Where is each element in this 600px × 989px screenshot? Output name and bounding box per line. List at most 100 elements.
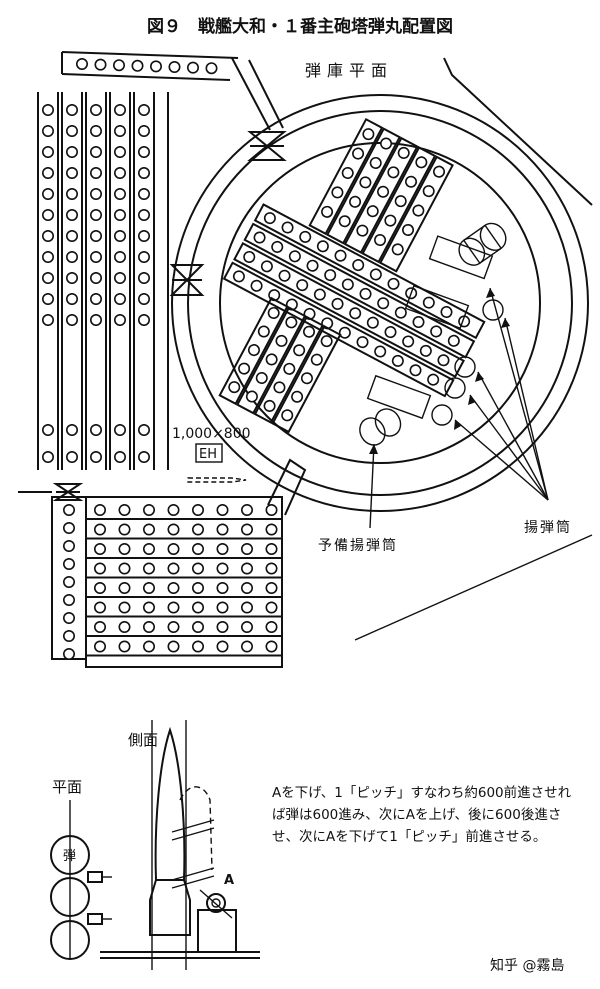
lower-shell-rack (18, 491, 283, 668)
shell-marker (114, 104, 127, 117)
shell-marker (62, 557, 75, 570)
shell-marker (41, 230, 54, 243)
dimension-label: 1,000×800 (172, 426, 251, 442)
hoist-label: 揚弾筒 (524, 519, 572, 536)
shell-marker (402, 223, 415, 236)
shell-marker (143, 640, 156, 653)
shell-marker (192, 542, 205, 555)
figure-title: 図９ 戦艦大和・１番主砲塔弾丸配置図 (147, 16, 453, 37)
shell-marker (241, 640, 254, 653)
shell-marker (143, 581, 156, 594)
shell-marker (241, 581, 254, 594)
shell-marker (397, 146, 410, 159)
shell-marker (359, 287, 372, 300)
plan-view-drawing (50, 800, 112, 960)
plan-view-label: 平面 (52, 778, 82, 796)
shell-marker (216, 620, 229, 633)
shell-marker (255, 371, 268, 384)
shell-marker (114, 251, 127, 264)
shell-marker (66, 209, 79, 222)
central-conveyors (222, 203, 486, 398)
shell-marker (138, 104, 151, 117)
shell-marker (313, 288, 326, 301)
shell-marker (94, 620, 107, 633)
shell-marker (143, 562, 156, 575)
shell-marker (265, 601, 278, 614)
shell-marker (66, 450, 79, 463)
shell-marker (90, 188, 103, 201)
shell-marker (90, 146, 103, 159)
shell-marker (62, 539, 75, 552)
shell-marker (241, 542, 254, 555)
shell-marker (143, 542, 156, 555)
reserve-hoist-label: 予備揚弾筒 (318, 537, 398, 554)
shell-marker (138, 271, 151, 284)
shell-marker (66, 188, 79, 201)
shell-marker (216, 503, 229, 516)
shell-marker (94, 640, 107, 653)
shell-marker (66, 104, 79, 117)
shell-marker (341, 278, 354, 291)
eh-box (195, 443, 223, 463)
shell-marker (114, 292, 127, 305)
shell-marker (41, 251, 54, 264)
shell-marker (41, 450, 54, 463)
shell-marker (316, 240, 329, 253)
shell-marker (427, 373, 440, 386)
shell-marker (118, 581, 131, 594)
shell-marker (356, 336, 369, 349)
shell-marker (356, 224, 369, 237)
shell-marker (303, 325, 316, 338)
shell-marker (114, 209, 127, 222)
shell-marker (341, 166, 354, 179)
shell-marker (187, 61, 200, 74)
shell-marker (300, 372, 313, 385)
side-view-drawing (100, 720, 260, 970)
shell-marker (167, 562, 180, 575)
shell-marker (94, 523, 107, 536)
shell-marker (62, 593, 75, 606)
shell-marker (192, 523, 205, 536)
shell-marker (394, 195, 407, 208)
shell-marker (114, 146, 127, 159)
shell-marker (94, 562, 107, 575)
shell-marker (430, 325, 443, 338)
shell-marker (114, 188, 127, 201)
shell-marker (374, 345, 387, 358)
shell-marker (41, 423, 54, 436)
shell-marker (41, 209, 54, 222)
shell-marker (293, 344, 306, 357)
outline-lines (231, 57, 593, 641)
shell-marker (143, 503, 156, 516)
shell-marker (167, 542, 180, 555)
shell-marker (167, 523, 180, 536)
shell-marker (278, 269, 291, 282)
shell-marker (247, 344, 260, 357)
shell-marker (273, 381, 286, 394)
shell-marker (66, 292, 79, 305)
shell-marker (402, 335, 415, 348)
shell-marker (241, 503, 254, 516)
shell-marker (216, 542, 229, 555)
shell-marker (310, 353, 323, 366)
shell-marker (192, 601, 205, 614)
shell-marker (90, 292, 103, 305)
shell-marker (331, 186, 344, 199)
shell-marker (114, 230, 127, 243)
shell-marker (114, 167, 127, 180)
shell-marker (331, 297, 344, 310)
shell-marker (265, 542, 278, 555)
shell-marker (422, 185, 435, 198)
shell-marker (41, 271, 54, 284)
shell-marker (384, 214, 397, 227)
shell-marker (324, 269, 337, 282)
shell-marker (138, 125, 151, 138)
hoist-arrows (369, 287, 549, 529)
shell-marker (41, 167, 54, 180)
shell-marker (349, 307, 362, 320)
shell-marker (66, 230, 79, 243)
shell-marker (90, 271, 103, 284)
shell-marker (238, 362, 251, 375)
shell-marker (94, 581, 107, 594)
shell-marker (138, 450, 151, 463)
